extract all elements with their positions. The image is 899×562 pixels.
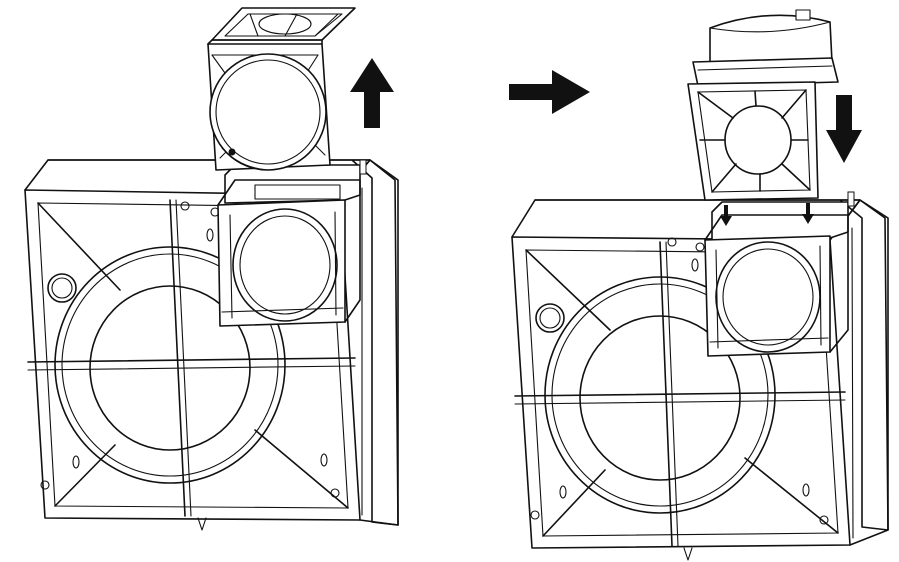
outlet-adapter-right	[687, 9, 839, 201]
fan-housing-right	[511, 199, 889, 561]
step-2-panel	[511, 9, 889, 561]
outlet-collar-right	[704, 191, 855, 357]
step-1-panel	[24, 7, 399, 531]
up-arrow-icon	[350, 58, 394, 128]
right-arrow-icon	[509, 70, 590, 114]
outlet-collar-left	[217, 159, 367, 327]
small-down-arrow-icon	[720, 203, 814, 226]
outlet-adapter-left	[207, 7, 356, 171]
down-arrow-icon	[826, 95, 862, 163]
